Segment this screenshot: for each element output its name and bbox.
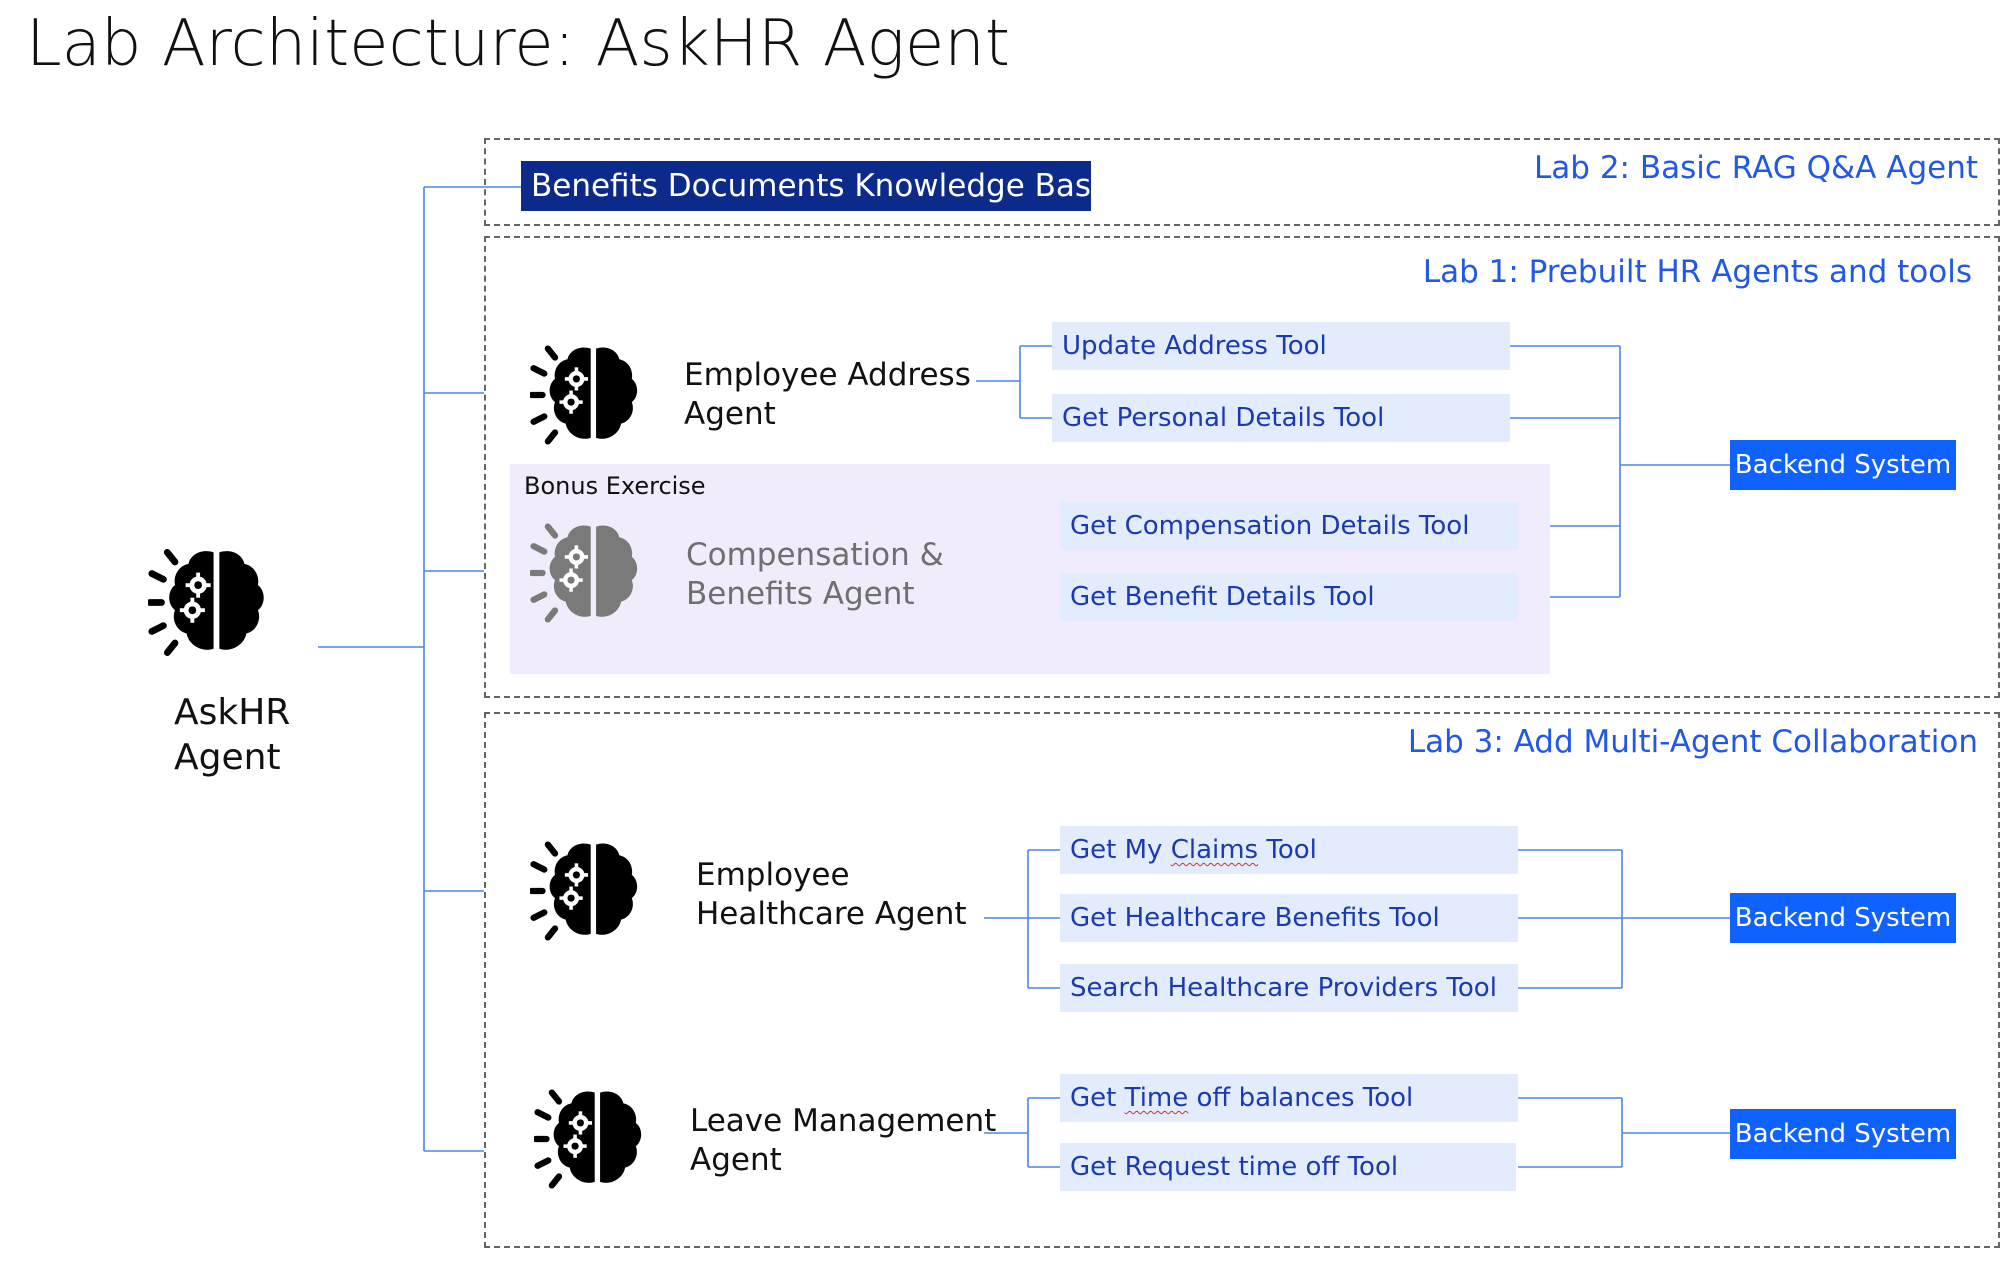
tool-get-request-time-off[interactable]: Get Request time off Tool: [1060, 1143, 1516, 1191]
agent-name-line2: Benefits Agent: [686, 575, 915, 612]
bonus-exercise-label: Bonus Exercise: [524, 472, 706, 500]
root-agent-name-line1: AskHR: [174, 692, 291, 733]
agent-name-line1: Leave Management: [690, 1103, 997, 1139]
brain-gear-icon: [530, 340, 655, 450]
tool-get-personal-details[interactable]: Get Personal Details Tool: [1052, 394, 1510, 442]
tool-update-address[interactable]: Update Address Tool: [1052, 322, 1510, 370]
tool-get-healthcare-benefits[interactable]: Get Healthcare Benefits Tool: [1060, 894, 1518, 942]
tool-text-flagged: Claims: [1170, 835, 1259, 865]
agent-name-line2: Agent: [684, 395, 776, 432]
backend-system-lab1[interactable]: Backend System: [1730, 440, 1956, 490]
agent-name-line2: Agent: [690, 1141, 782, 1178]
brain-gear-icon: [530, 836, 655, 946]
agent-employee-healthcare[interactable]: Employee Healthcare Agent: [696, 856, 967, 934]
root-agent-name: AskHR Agent: [174, 690, 290, 780]
agent-leave-management[interactable]: Leave Management Agent: [690, 1102, 996, 1180]
tool-text-post: off balances Tool: [1188, 1083, 1414, 1113]
tool-text-flagged: Time: [1124, 1083, 1189, 1113]
backend-system-leave[interactable]: Backend System: [1730, 1109, 1956, 1159]
tool-text-pre: Get My: [1070, 835, 1171, 865]
lab3-box: [484, 712, 2000, 1248]
agent-name-line2: Healthcare Agent: [696, 895, 967, 932]
agent-compensation-benefits[interactable]: Compensation & Benefits Agent: [686, 536, 944, 614]
brain-gear-icon: [534, 1084, 659, 1194]
backend-system-healthcare[interactable]: Backend System: [1730, 893, 1956, 943]
brain-gear-icon-grey: [530, 518, 655, 628]
tool-get-compensation-details[interactable]: Get Compensation Details Tool: [1060, 502, 1518, 550]
bonus-exercise-region: [510, 464, 1550, 674]
agent-name-line1: Employee Address: [684, 357, 971, 393]
tool-text-pre: Get: [1070, 1083, 1125, 1113]
tool-search-healthcare-providers[interactable]: Search Healthcare Providers Tool: [1060, 964, 1518, 1012]
lab2-box: [484, 138, 2000, 226]
agent-name-line1: Employee: [696, 857, 850, 893]
lab1-label: Lab 1: Prebuilt HR Agents and tools: [1422, 254, 1972, 290]
tool-get-benefit-details[interactable]: Get Benefit Details Tool: [1060, 573, 1518, 621]
page-title: Lab Architecture: AskHR Agent: [26, 7, 1010, 81]
lab3-label: Lab 3: Add Multi-Agent Collaboration: [1407, 724, 1978, 760]
knowledge-base[interactable]: Benefits Documents Knowledge Base: [521, 161, 1110, 211]
tool-text-post: Tool: [1258, 835, 1317, 865]
agent-employee-address[interactable]: Employee Address Agent: [684, 356, 971, 434]
lab2-label: Lab 2: Basic RAG Q&A Agent: [1534, 150, 1978, 186]
tool-get-time-off-balances[interactable]: Get Time off balances Tool: [1060, 1074, 1518, 1122]
root-agent-name-line2: Agent: [174, 737, 281, 778]
brain-gear-icon: [148, 540, 283, 665]
lab1-box: [484, 236, 2000, 698]
agent-name-line1: Compensation &: [686, 537, 944, 573]
tool-get-my-claims[interactable]: Get My Claims Tool: [1060, 826, 1518, 874]
